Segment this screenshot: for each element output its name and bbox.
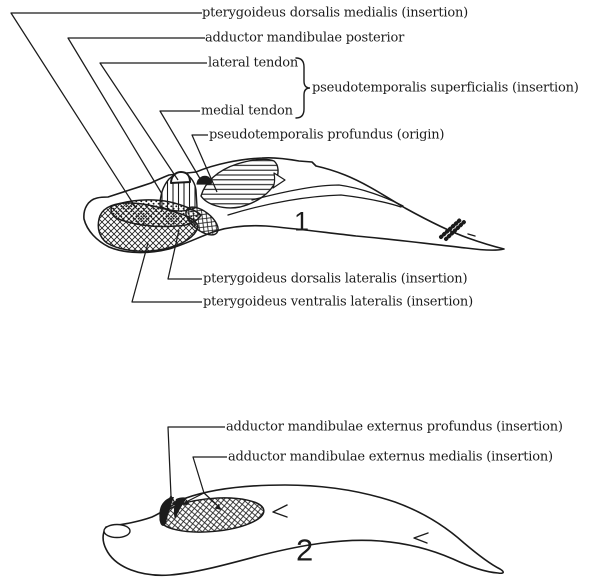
arrowhead-medialis-left [183, 499, 190, 505]
figure1-horizontal-hatch-lens [200, 158, 279, 209]
leader-adductor-externus-medialis-fork [185, 492, 218, 506]
arrowhead-profundus-left [164, 503, 170, 510]
label-pterygoideus-ventralis-lateralis: pterygoideus ventralis lateralis (insert… [203, 294, 473, 310]
leader-lateral-tendon [99, 62, 207, 181]
leader-adductor-externus-profundus [167, 426, 225, 497]
leader-pterygoideus-dorsalis-lateralis [167, 229, 202, 280]
figure1-number: 1 [294, 206, 310, 237]
figure1-lens-tab [272, 172, 286, 189]
figure2-dark-sliver-1 [159, 497, 174, 526]
figure2-chevron-mark-2 [413, 532, 429, 544]
arrowhead-medialis-right [214, 503, 221, 510]
leader-pseudotemporalis-profundus [191, 134, 218, 193]
figure2-number: 2 [296, 532, 314, 568]
leader-pterygoideus-ventralis-lateralis [131, 242, 202, 303]
arrowheads [164, 499, 221, 510]
figure1-tip-dash [467, 233, 476, 237]
figure1-bead-band [439, 217, 463, 239]
label-adductor-mandibulae-posterior: adductor mandibulae posterior [205, 30, 405, 46]
figure1-groove-upper-contour [251, 184, 404, 207]
tendon-group-brace [295, 57, 311, 119]
label-lateral-tendon: lateral tendon [208, 55, 299, 71]
figure2-mandible-dorsal-view [102, 484, 504, 577]
label-medial-tendon: medial tendon [201, 103, 293, 119]
leader-adductor-mandibulae-posterior [67, 37, 205, 195]
figure2-chevron-mark-1 [272, 504, 288, 518]
figure1-lateral-tendon-knob [170, 171, 191, 184]
leader-pterygoideus-dorsalis-medialis [10, 12, 202, 209]
label-pseudotemporalis-profundus: pseudotemporalis profundus (origin) [209, 127, 445, 143]
figure1-mandible-lateral-view [83, 156, 505, 254]
figure2-posterior-knob [103, 523, 131, 539]
label-pterygoideus-dorsalis-medialis: pterygoideus dorsalis medialis (insertio… [202, 5, 469, 21]
leader-adductor-externus-medialis [192, 456, 227, 494]
figure2-dark-sliver-2 [173, 497, 187, 519]
label-pterygoideus-dorsalis-lateralis: pterygoideus dorsalis lateralis (inserti… [203, 271, 468, 287]
arrowhead-profundus-right [171, 500, 177, 507]
figure1-groove-lower-contour [227, 194, 402, 216]
label-adductor-mandibulae-externus-profundus: adductor mandibulae externus profundus (… [226, 419, 563, 435]
figure1-bead-band-2 [444, 220, 466, 241]
leader-lines [10, 12, 227, 510]
label-pseudotemporalis-superficialis: pseudotemporalis superficialis (insertio… [312, 80, 579, 96]
label-adductor-mandibulae-externus-medialis: adductor mandibulae externus medialis (i… [228, 449, 553, 465]
figure1-medial-tendon-knob [196, 175, 212, 185]
leader-medial-tendon [159, 110, 203, 183]
